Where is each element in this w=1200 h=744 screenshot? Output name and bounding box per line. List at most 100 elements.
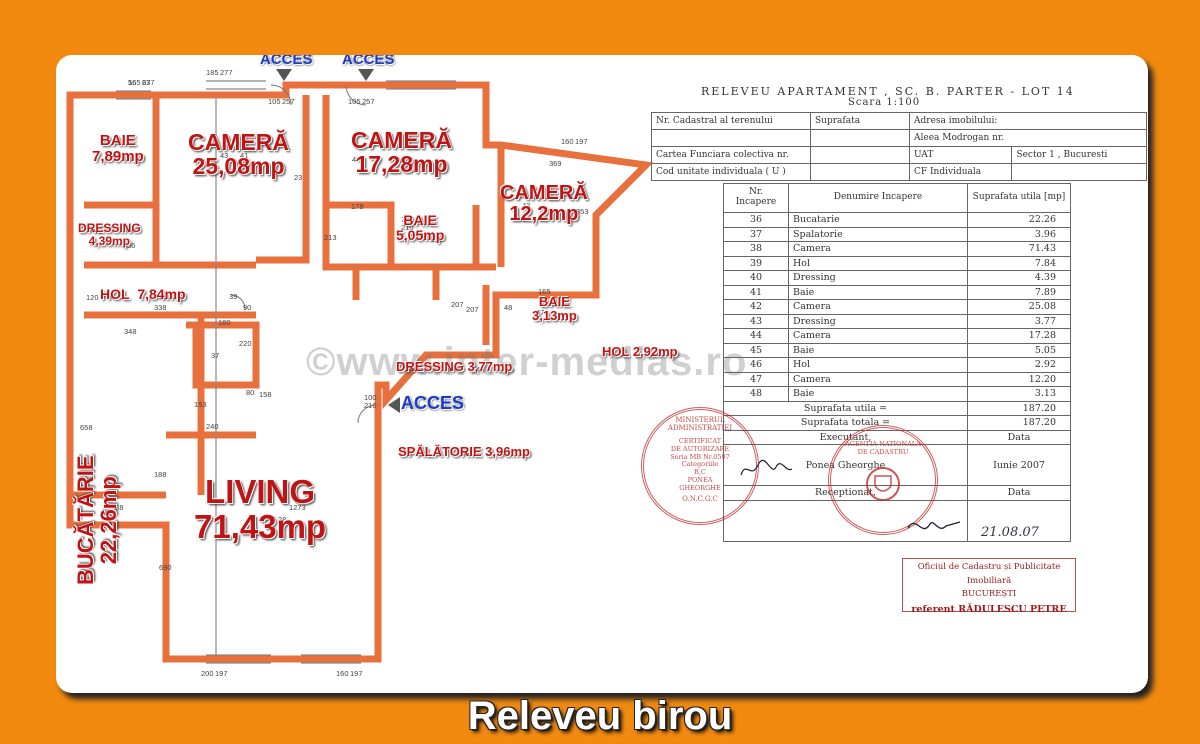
room-area-cell: 7.89 (967, 284, 1071, 300)
room-name-cell: Camera (788, 371, 968, 387)
executant-signature-icon (740, 459, 793, 476)
dimension-label: 207 (466, 305, 479, 314)
info-cell: Nr. Cadastral al terenului (651, 112, 811, 130)
dimension-label: 41 (240, 151, 249, 160)
dimension-label: 160 (336, 669, 349, 678)
room-name-cell: Baie (788, 342, 968, 358)
room-number-cell: 47 (723, 371, 789, 387)
room-name-cell: Baie (788, 284, 968, 300)
room-label-hol-1: HOL 7,84mp (100, 286, 186, 302)
room-name-cell: Bucatarie (788, 212, 968, 228)
dimension-label: 120 (86, 293, 99, 302)
room-area-cell: 22.26 (967, 212, 1071, 228)
stamp-bottom-text: O.N.C.G.C (682, 494, 718, 503)
dimension-label: 39 (229, 292, 238, 301)
dimension-label: 188 (154, 470, 167, 479)
info-cell (810, 129, 910, 147)
room-name-cell: Spalatorie (788, 226, 968, 242)
document-scale: Scara 1:100 (848, 97, 921, 108)
dimension-label: 197 (215, 669, 228, 678)
info-cell: Adresa imobilului: (909, 112, 1147, 130)
executant-date: Iunie 2007 (967, 444, 1071, 486)
dimension-label: 369 (549, 159, 562, 168)
room-area-cell: 4.39 (967, 270, 1071, 286)
info-cell: CF Individuala (908, 163, 1013, 181)
room-area-cell: 12.20 (967, 371, 1071, 387)
info-cell: Cartea Funciara colectiva nr. (651, 146, 811, 164)
header-room-number: Nr. Incapere (723, 183, 789, 213)
info-cell: Suprafata (810, 112, 910, 130)
info-cell: UAT (908, 146, 1013, 164)
dimension-label: 165 (128, 78, 141, 87)
stamp-body: CERTIFICAT DE AUTORIZARE Seria MB Nr.059… (670, 437, 730, 492)
stamp-ring-text: AGENTIA NATIONALA DE CADASTRU (845, 440, 921, 456)
dimension-label: 257 (362, 97, 375, 106)
office-line-3: referent RĂDULESCU PETRE (911, 603, 1067, 615)
info-cell (810, 163, 910, 181)
dimension-label: 153 (194, 400, 207, 409)
dimension-label: 277 (142, 78, 155, 87)
dimension-label: 105 (268, 97, 281, 106)
room-name-cell: Hol (788, 357, 968, 373)
dimension-label: 36 (127, 241, 136, 250)
info-cell (810, 146, 910, 164)
floor-plan (66, 80, 654, 664)
dimension-label: 70 (401, 215, 410, 224)
dimension-label: 178 (351, 202, 364, 211)
date-label-2: Data (967, 485, 1071, 501)
room-number-cell: 45 (723, 342, 789, 358)
dimension-label: 40 (94, 227, 103, 236)
room-name-cell: Hol (788, 255, 968, 271)
info-cell: Aleea Modrogan nr. (909, 129, 1147, 147)
room-number-cell: 36 (723, 212, 789, 228)
dimension-label: 207 (451, 300, 464, 309)
room-number-cell: 48 (723, 386, 789, 402)
room-label-dressing-2: DRESSING 3,77mp (396, 359, 513, 374)
dimension-label: 197 (575, 137, 588, 146)
room-name-cell: Dressing (788, 313, 968, 329)
office-line-1: Oficiul de Cadastru și Publicitate Imobi… (917, 562, 1061, 586)
dimension-label: 220 (239, 339, 252, 348)
dimension-label: 37 (211, 351, 220, 360)
total-util-label: Suprafata utila = (723, 400, 968, 416)
dimension-label: 690 (159, 563, 172, 572)
dimension-label: 42 (522, 201, 531, 210)
dimension-label: 240 (206, 422, 219, 431)
dimension-label: 47 (536, 308, 545, 317)
room-label-hol-2: HOL 2,92mp (602, 344, 678, 359)
property-info-table: Nr. Cadastral al terenului Suprafata Adr… (651, 112, 1147, 181)
cadastre-office-stamp: Oficiul de Cadastru și Publicitate Imobi… (902, 558, 1076, 615)
room-number-cell: 43 (723, 313, 789, 329)
dimension-label: 197 (350, 669, 363, 678)
room-number-cell: 39 (723, 255, 789, 271)
dimension-label: 63 (142, 78, 151, 87)
room-number-cell: 38 (723, 241, 789, 257)
date-label: Data (967, 429, 1071, 445)
info-cell (1011, 163, 1147, 181)
arrow-down-icon (276, 69, 292, 81)
reception-date: 21.08.07 (981, 525, 1039, 540)
room-area-cell: 25.08 (967, 299, 1071, 315)
dimension-label: 105 (348, 97, 361, 106)
info-cell: Sector 1 , Bucuresti (1011, 146, 1147, 164)
dimension-label: 210 (364, 401, 377, 410)
dimension-label: 348 (124, 327, 137, 336)
receptionat-signature-icon (907, 521, 961, 530)
watermark: ©www.inter-medias.ro (306, 340, 748, 384)
info-cell: Cod unitate individuala ( U ) (651, 163, 811, 181)
header-room-name: Denumire Incapere (788, 183, 968, 213)
room-number-cell: 44 (723, 328, 789, 344)
room-name-cell: Dressing (788, 270, 968, 286)
room-number-cell: 37 (723, 226, 789, 242)
room-number-cell: 46 (723, 357, 789, 373)
